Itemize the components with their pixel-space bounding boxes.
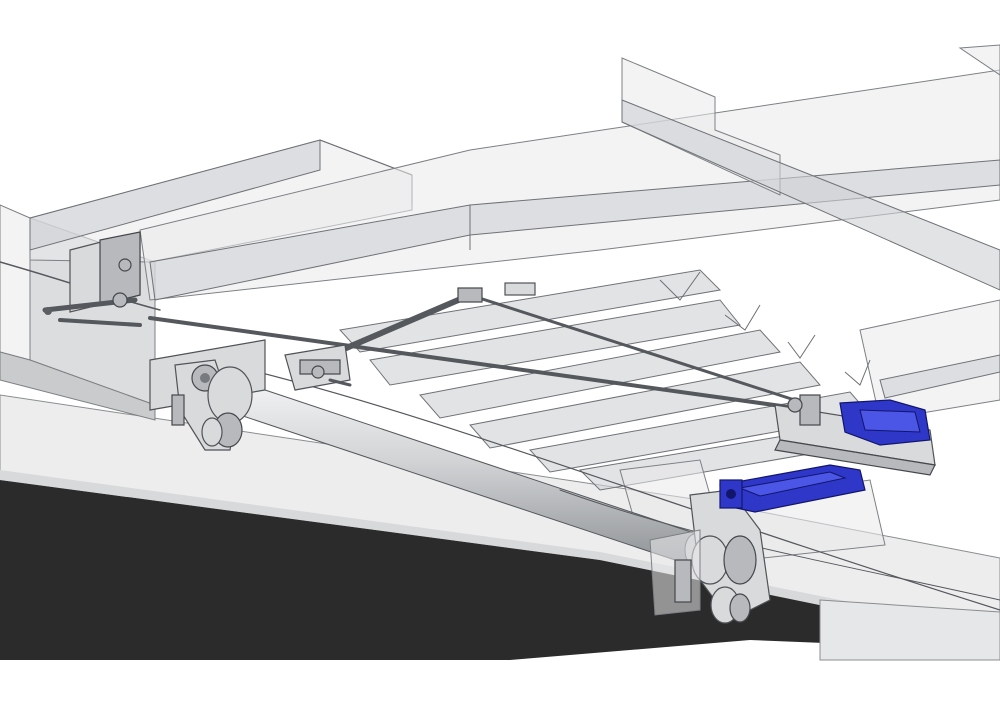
hand-lever: [42, 231, 142, 327]
control-rod: [148, 282, 812, 412]
right-bearing-block: [649, 489, 771, 624]
linear-actuator: [719, 399, 931, 513]
left-bearing-block: [149, 339, 266, 451]
linkage-clevis: [284, 344, 352, 391]
